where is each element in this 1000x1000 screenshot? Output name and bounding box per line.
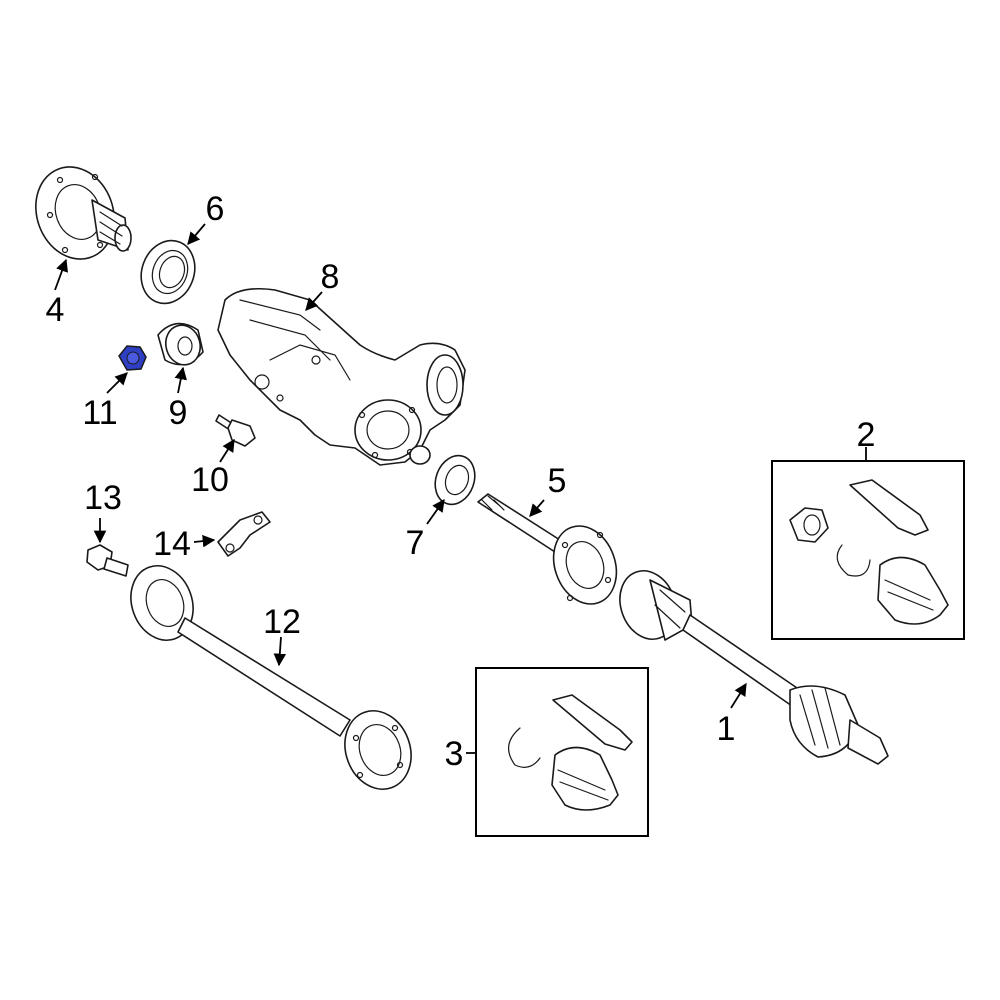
kit-box-3: [475, 667, 649, 837]
seal-7[interactable]: [429, 450, 482, 510]
axle-shaft-1[interactable]: [611, 563, 889, 765]
callout-1: 1: [717, 710, 736, 748]
bracket-14[interactable]: [217, 511, 271, 557]
callout-6: 6: [206, 190, 225, 228]
kit-box-2: [771, 460, 965, 640]
callout-10: 10: [191, 461, 229, 499]
callout-12: 12: [263, 603, 301, 641]
differential-housing[interactable]: [217, 287, 466, 466]
callout-11: 11: [82, 394, 117, 432]
callout-5: 5: [548, 462, 567, 500]
bolt-10[interactable]: [215, 414, 256, 447]
callout-13: 13: [84, 479, 122, 517]
callout-7: 7: [406, 524, 425, 562]
callout-3: 3: [445, 735, 464, 773]
stub-shaft-5[interactable]: [477, 493, 627, 613]
callout-9: 9: [169, 394, 188, 432]
callout-8: 8: [321, 258, 340, 296]
drive-shaft-12[interactable]: [121, 557, 422, 799]
companion-flange[interactable]: [23, 156, 132, 270]
leader-lines: [54, 223, 867, 754]
bushing-9[interactable]: [157, 321, 205, 368]
callout-2: 2: [857, 416, 876, 454]
callout-labels: 1 2 3 4 5 6 7 8 9 10 11 12 13 14: [46, 190, 876, 773]
callout-4: 4: [46, 291, 65, 329]
seal-6[interactable]: [133, 233, 204, 311]
bolt-13[interactable]: [86, 544, 129, 577]
nut-11-highlighted[interactable]: [118, 345, 147, 371]
callout-14: 14: [153, 525, 191, 563]
